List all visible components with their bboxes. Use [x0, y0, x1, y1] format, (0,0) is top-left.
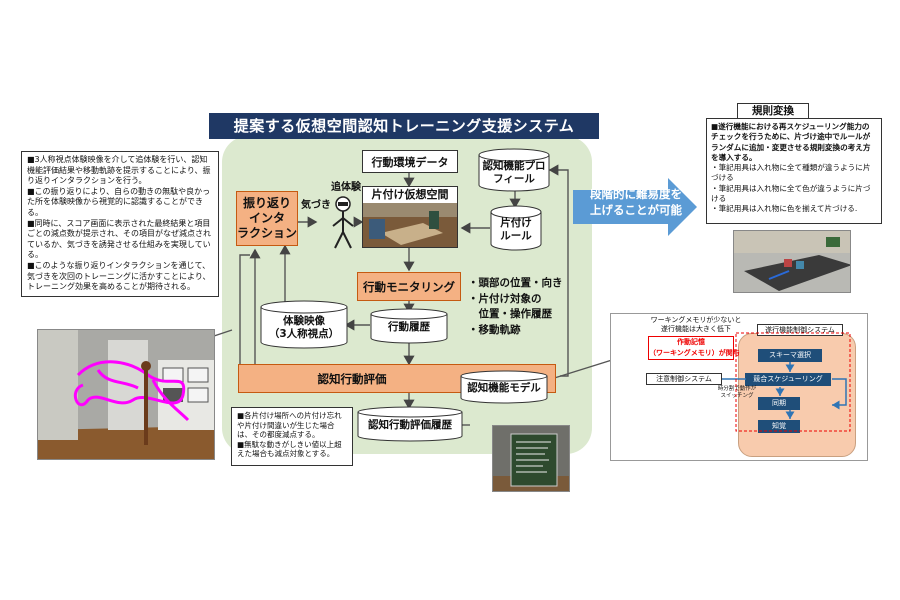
left-note-line: ■このような振り返りインタラクションを通じて、気づきを次回のトレーニングに活かす… — [27, 260, 211, 292]
attention-system-box: 注意制御システム — [646, 373, 722, 385]
history-cylinder — [370, 308, 448, 344]
diagram-title: 提案する仮想空間認知トレーニング支援システム — [209, 113, 599, 139]
virtual-space-label: 片付け仮想空間 — [371, 188, 449, 201]
exec-arrows — [722, 332, 851, 432]
monitoring-items: ・頭部の位置・向き ・片付け対象の 位置・操作履歴 ・移動軌跡 — [468, 276, 568, 346]
cognitive-model-label: 認知機能モデル — [467, 381, 541, 394]
rule-panel: ■遂行機能における再スケジューリング能力のチェックを行うために、片づけ途中でルー… — [706, 118, 882, 224]
rule-label: 片付け ルール — [500, 217, 532, 242]
rule-line: ・筆記用具は入れ物に全て種類が違うように片づける — [711, 163, 871, 183]
rule-line: ・筆記用具は入れ物に全て色が違うように片づける — [711, 183, 871, 204]
monitor-item-4: ・移動軌跡 — [468, 323, 521, 336]
competing-scheduling-box: 競合スケジューリング — [745, 373, 831, 386]
bottom-note: ■各片付け場所への片付け忘れや片付け間違いが生じた場合は、その都度減点する。 ■… — [231, 407, 353, 466]
switching-note: 時分割で動作が スイッチング — [717, 386, 757, 399]
model-cylinder — [460, 370, 548, 404]
profile-cylinder — [478, 148, 550, 192]
schema-select-box: スキーマ選択 — [758, 349, 822, 362]
rule-line: ■遂行機能における再スケジューリング能力のチェックを行うために、片づけ途中でルー… — [711, 122, 871, 162]
left-note-line: ■3人称視点体験映像を介して追体験を行い、認知機能評価結果や移動軌跡を提示するこ… — [27, 155, 211, 186]
trajectory-image — [38, 330, 214, 459]
perception-box: 知覚 — [758, 420, 800, 433]
sync-box: 同期 — [758, 397, 800, 410]
bottom-note-line: ■各片付け場所への片付け忘れや片付け間違いが生じた場合は、その都度減点する。 — [237, 411, 342, 439]
virtual-room-image — [363, 203, 457, 247]
rule-cylinder — [490, 205, 542, 251]
left-note-line: ■同時に、スコア画面に表示された最終結果と項目ごとの減点数が提示され、その項目が… — [27, 218, 211, 260]
monitor-item-2: ・片付け対象の — [468, 292, 542, 305]
monitor-item-1: ・頭部の位置・向き — [468, 277, 563, 289]
tsuitaiken-label: 追体験 — [331, 182, 361, 193]
trajectory-screenshot — [37, 329, 215, 460]
rule-line: ・筆記用具は入れ物に色を揃えて片づける. — [711, 204, 858, 214]
furikaeri-interaction-box: 振り返り インタ ラクション — [236, 191, 298, 246]
monitor-item-3: 位置・操作履歴 — [468, 308, 552, 320]
bottom-note-line: ■無駄な動きがしきい値以上超えた場合も減点対象とする。 — [237, 439, 342, 459]
experience-video-label: 体験映像 （3人称視点） — [268, 315, 340, 340]
left-note-line: ■この振り返りにより、自らの動きの無駄や良かった所を体験映像から視覚的に認識する… — [27, 186, 211, 217]
working-memory-note: ワーキングメモリが少ないと 遂行機能は大きく低下 — [650, 316, 742, 333]
working-memory-box: 作動記憶 （ワーキングメモリ）が関与 — [648, 336, 740, 360]
desk-image — [734, 231, 850, 292]
difficulty-arrow-label: 段階的に難易度を 上げることが可能 — [590, 187, 682, 217]
difficulty-arrow — [573, 178, 697, 236]
video-cylinder — [260, 300, 348, 349]
kizuki-label: 気づき — [301, 200, 331, 211]
score-image — [493, 426, 569, 491]
behavior-monitoring-box: 行動モニタリング — [357, 272, 461, 301]
left-note: ■3人称視点体験映像を介して追体験を行い、認知機能評価結果や移動軌跡を提示するこ… — [21, 151, 219, 297]
virtual-space-box: 片付け仮想空間 — [362, 186, 458, 248]
eval-history-label: 認知行動評価履歴 — [368, 418, 452, 431]
eval-history-cylinder — [357, 406, 463, 442]
history-label: 行動履歴 — [388, 320, 430, 333]
rule-screenshot — [733, 230, 851, 293]
person-figure — [332, 196, 354, 249]
score-screenshot — [492, 425, 570, 492]
profile-label: 認知機能プロ フィール — [482, 160, 546, 185]
behavior-env-data-box: 行動環境データ — [362, 150, 458, 173]
rule-panel-title: 規則変換 — [737, 103, 809, 119]
